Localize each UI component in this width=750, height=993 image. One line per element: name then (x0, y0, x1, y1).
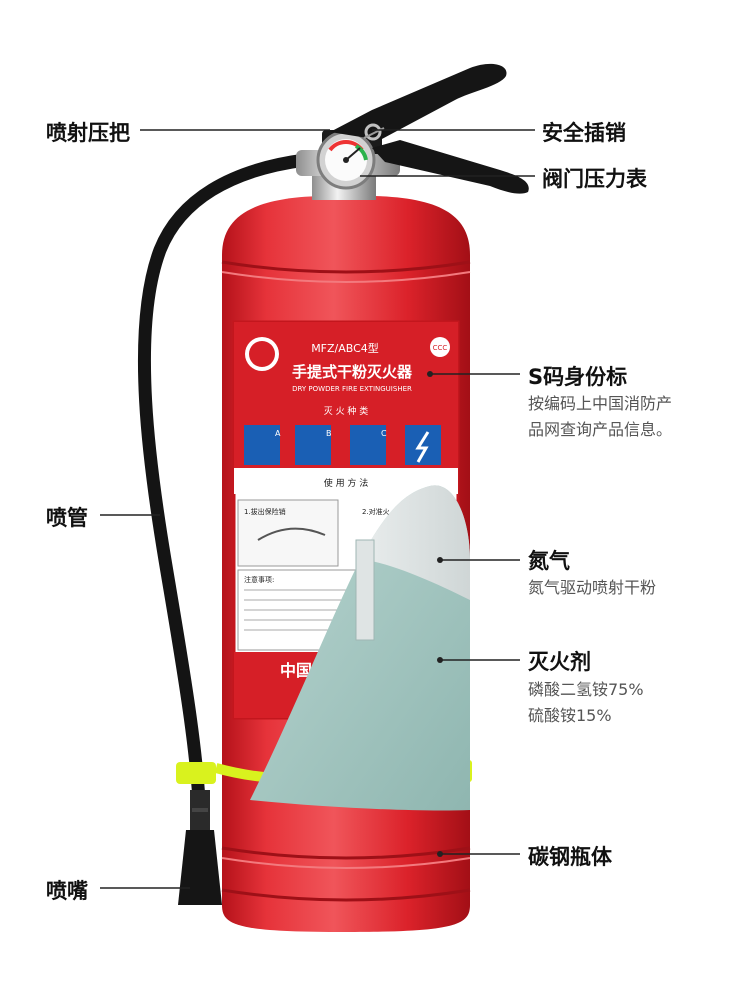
label-title-cn: 手提式干粉灭火器 (292, 363, 413, 381)
s-code-desc-line-2: 品网查询产品信息。 (528, 420, 673, 439)
label-gauge: 阀门压力表 (542, 167, 647, 191)
s-code-desc-line-1: 按编码上中国消防产 (528, 394, 673, 413)
nitrogen-desc: 氮气驱动喷射干粉 (528, 578, 657, 597)
model-text: MFZ/ABC4型 (311, 341, 379, 355)
hose (137, 153, 312, 837)
label-footer: 中国 (280, 661, 312, 680)
class-c: C (381, 429, 387, 438)
label-safety-pin: 安全插销 (542, 121, 626, 145)
label-title-en: DRY POWDER FIRE EXTINGUISHER (292, 385, 412, 393)
cert-mark: CCC (433, 344, 448, 352)
usage-step-1: 1.拔出保险销 (244, 507, 286, 516)
product-label-text: MFZ/ABC4型 手提式干粉灭火器 DRY POWDER FIRE EXTIN… (244, 341, 447, 680)
cutaway-section (250, 485, 470, 811)
class-b: B (326, 429, 332, 438)
agent-desc-line-1: 磷酸二氢铵75% (528, 680, 644, 699)
label-agent: 灭火剂 (528, 650, 591, 674)
label-nozzle: 喷嘴 (46, 879, 88, 903)
classes-heading: 灭 火 种 类 (324, 405, 369, 417)
agent-desc-line-2: 硫酸铵15% (528, 706, 612, 725)
label-nitrogen: 氮气 (528, 549, 570, 573)
leader-lines (100, 129, 535, 889)
class-a: A (275, 429, 281, 438)
label-hose: 喷管 (46, 506, 88, 530)
trigger-handle (330, 63, 529, 194)
label-body: 碳钢瓶体 (528, 845, 612, 869)
usage-step-2: 2.对准火 (362, 507, 390, 516)
notice-heading: 注意事项: (244, 575, 274, 584)
leader-dots (427, 371, 443, 857)
nozzle (178, 790, 222, 905)
usage-heading: 使 用 方 法 (324, 477, 369, 489)
label-s-code: S码身份标 (528, 365, 628, 389)
pressure-gauge (316, 130, 376, 190)
label-trigger: 喷射压把 (46, 121, 130, 145)
